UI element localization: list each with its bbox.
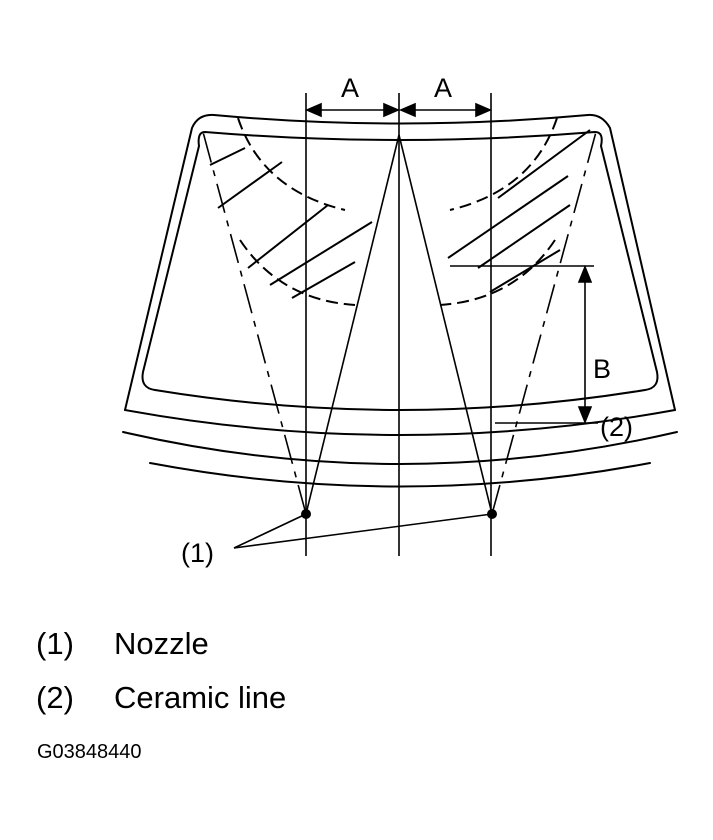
legend-text: Ceramic line [114, 680, 287, 715]
cowl-line-middle [122, 431, 678, 465]
dimension-b-label: B [593, 354, 611, 384]
legend-number: (2) [36, 680, 74, 715]
legend-item-nozzle: (1) Nozzle [36, 626, 209, 662]
spray-area-left [209, 117, 373, 306]
dimension-a-right-label: A [434, 73, 452, 103]
figure-code: G03848440 [37, 741, 142, 763]
callout-ceramic-line: (2) [600, 412, 633, 442]
leader-line-left-nozzle [233, 513, 307, 549]
spray-area-right [439, 117, 591, 306]
legend-item-ceramic-line: (2) Ceramic line [36, 680, 286, 716]
windshield-inner-outline [141, 131, 659, 411]
windshield-washer-diagram: A A B (2) (1) [122, 73, 678, 568]
leader-line-right-nozzle [233, 513, 493, 549]
legend-text: Nozzle [114, 626, 209, 661]
dimension-a-left-label: A [341, 73, 359, 103]
spray-line-left-outer [202, 131, 307, 515]
legend-number: (1) [36, 626, 74, 661]
spray-line-left-inner [305, 134, 400, 515]
windshield-outer-outline [124, 113, 676, 411]
spray-line-right-outer [491, 131, 597, 515]
cowl-line-lower [149, 462, 651, 488]
callout-nozzle: (1) [181, 538, 214, 568]
spray-line-right-inner [398, 134, 493, 515]
cowl-line-upper [124, 409, 676, 436]
